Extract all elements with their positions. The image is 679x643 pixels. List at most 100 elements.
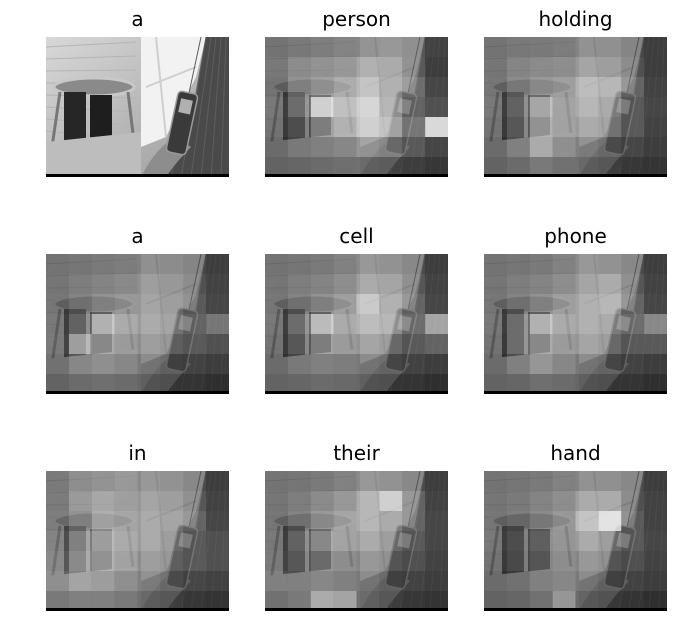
- attention-cell: [644, 334, 667, 354]
- attention-cell: [621, 274, 645, 294]
- attention-cell: [333, 157, 357, 177]
- attention-cell: [484, 77, 507, 97]
- attention-cell: [598, 511, 622, 531]
- attention-cell: [183, 531, 207, 551]
- attention-cell: [621, 77, 645, 97]
- attention-cell: [552, 471, 576, 491]
- attention-image: [484, 471, 667, 611]
- attention-cell: [114, 591, 138, 611]
- attention-cell: [484, 374, 507, 394]
- attention-cell: [265, 254, 288, 274]
- attention-cell: [46, 274, 69, 294]
- attention-cell: [333, 531, 357, 551]
- attention-cell: [91, 511, 115, 531]
- attention-cell: [356, 97, 380, 117]
- attention-cell: [575, 551, 599, 571]
- attention-cell: [425, 137, 448, 157]
- attention-cell: [506, 491, 530, 511]
- attention-cell: [287, 294, 311, 314]
- attention-cell: [506, 354, 530, 374]
- attention-cell: [425, 591, 448, 611]
- attention-cell: [265, 117, 288, 137]
- attention-image: [46, 37, 229, 177]
- attention-cell: [379, 77, 403, 97]
- attention-image: [484, 254, 667, 394]
- attention-cell: [310, 551, 334, 571]
- attention-cell: [425, 491, 448, 511]
- attention-cell: [402, 314, 426, 334]
- attention-cell: [91, 314, 115, 334]
- attention-cell: [379, 511, 403, 531]
- attention-cell: [287, 471, 311, 491]
- attention-cell: [183, 551, 207, 571]
- attention-cell: [91, 571, 115, 591]
- attention-cell: [265, 97, 288, 117]
- attention-cell: [356, 137, 380, 157]
- attention-cell: [552, 37, 576, 57]
- attention-cell: [575, 137, 599, 157]
- attention-cell: [265, 37, 288, 57]
- attention-cell: [506, 511, 530, 531]
- attention-cell: [310, 511, 334, 531]
- attention-cell: [310, 571, 334, 591]
- attention-cell: [333, 97, 357, 117]
- attention-cell: [310, 57, 334, 77]
- attention-cell: [379, 374, 403, 394]
- attention-cell: [91, 471, 115, 491]
- attention-cell: [379, 274, 403, 294]
- attention-cell: [529, 77, 553, 97]
- attention-cell: [68, 551, 92, 571]
- attention-cell: [333, 117, 357, 137]
- attention-cell: [552, 254, 576, 274]
- attention-cell: [484, 117, 507, 137]
- attention-cell: [621, 531, 645, 551]
- attention-cell: [529, 551, 553, 571]
- attention-cell: [137, 471, 161, 491]
- attention-cell: [484, 314, 507, 334]
- attention-cell: [91, 354, 115, 374]
- attention-cell: [287, 97, 311, 117]
- attention-cell: [484, 37, 507, 57]
- attention-cell: [356, 117, 380, 137]
- attention-cell: [598, 117, 622, 137]
- attention-cell: [402, 334, 426, 354]
- attention-cell: [333, 57, 357, 77]
- caption-word: a: [131, 7, 144, 31]
- attention-cell: [265, 77, 288, 97]
- attention-cell: [506, 531, 530, 551]
- attention-cell: [425, 551, 448, 571]
- attention-cell: [484, 254, 507, 274]
- attention-cell: [552, 354, 576, 374]
- attention-image: [265, 254, 448, 394]
- attention-cell: [621, 57, 645, 77]
- attention-cell: [333, 354, 357, 374]
- attention-cell: [644, 374, 667, 394]
- attention-cell: [287, 531, 311, 551]
- attention-cell: [644, 157, 667, 177]
- attention-cell: [552, 571, 576, 591]
- attention-cell: [598, 274, 622, 294]
- attention-cell: [287, 374, 311, 394]
- attention-cell: [160, 591, 184, 611]
- attention-cell: [598, 591, 622, 611]
- attention-cell: [68, 314, 92, 334]
- attention-cell: [333, 571, 357, 591]
- attention-cell: [46, 531, 69, 551]
- attention-cell: [552, 314, 576, 334]
- attention-cell: [379, 137, 403, 157]
- attention-cell: [484, 551, 507, 571]
- attention-cell: [644, 314, 667, 334]
- attention-cell: [137, 511, 161, 531]
- attention-cell: [575, 254, 599, 274]
- attention-cell: [425, 471, 448, 491]
- attention-cell: [287, 254, 311, 274]
- attention-cell: [621, 354, 645, 374]
- attention-cell: [265, 491, 288, 511]
- attention-cell: [379, 97, 403, 117]
- attention-cell: [425, 334, 448, 354]
- attention-cell: [529, 254, 553, 274]
- attention-cell: [402, 491, 426, 511]
- attention-cell: [402, 137, 426, 157]
- attention-cell: [552, 491, 576, 511]
- attention-image: [46, 254, 229, 394]
